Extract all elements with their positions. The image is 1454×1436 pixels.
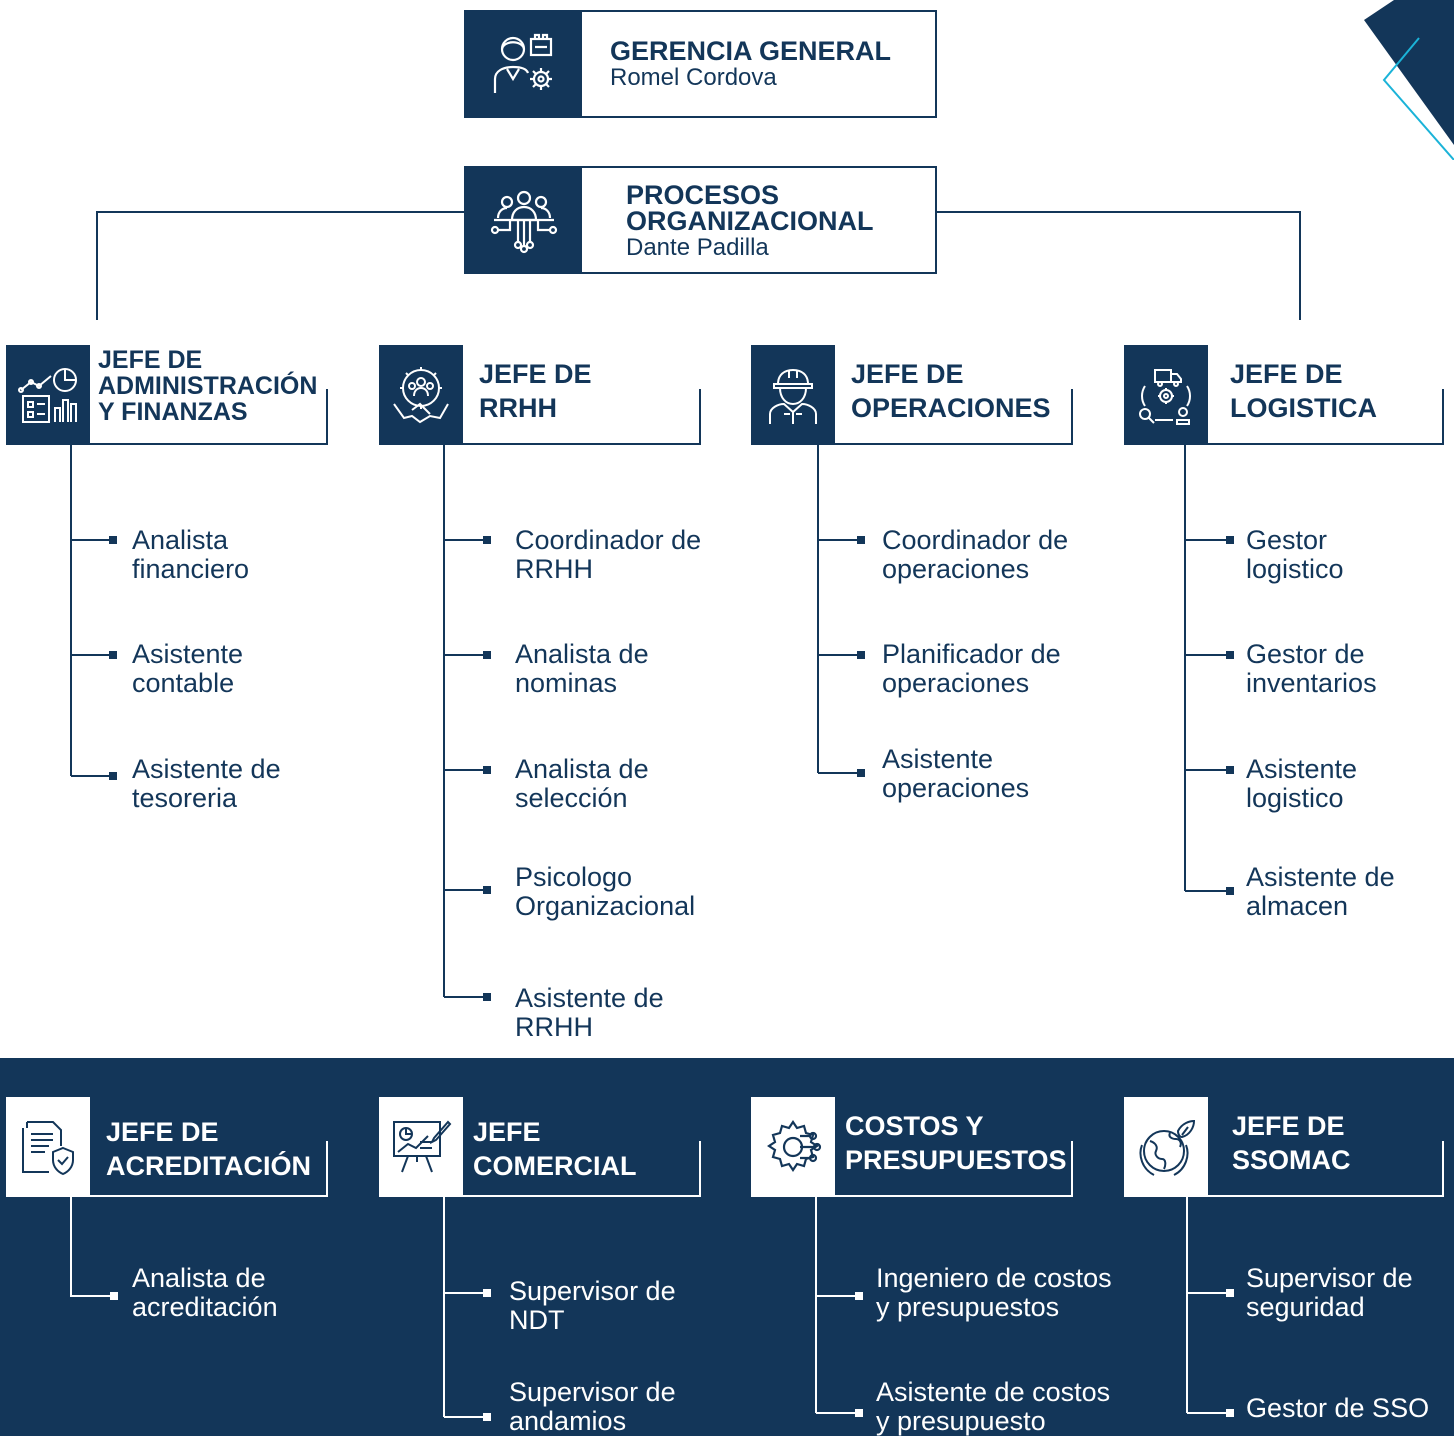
dept-ssomac-title-line2: SSOMAC xyxy=(1232,1145,1351,1175)
list-item: Gestor de SSO xyxy=(1246,1393,1430,1423)
corner-decoration xyxy=(1364,0,1454,160)
gerencia-title: GERENCIA GENERAL xyxy=(610,36,892,66)
rrhh-connector xyxy=(443,445,491,1001)
presentation-board-icon xyxy=(393,1120,452,1173)
dept-rrhh-title-line1: JEFE DE xyxy=(479,359,592,389)
ssomac-connector xyxy=(1186,1197,1234,1417)
dept-comercial-title-line2: COMERCIAL xyxy=(473,1151,637,1181)
gear-circuit-icon xyxy=(767,1120,822,1172)
handshake-people-icon xyxy=(393,367,449,424)
gerencia-name: Romel Cordova xyxy=(610,64,777,91)
dept-costos-title-line2: PRESUPUESTOS xyxy=(845,1145,1067,1175)
document-shield-icon xyxy=(22,1121,74,1176)
procesos-name: Dante Padilla xyxy=(626,234,769,261)
acreditacion-connector xyxy=(70,1197,118,1300)
dept-comercial-title-line1: JEFE xyxy=(473,1117,541,1147)
globe-leaf-icon xyxy=(1139,1119,1196,1176)
dept-admin-title-line1: JEFE DE xyxy=(98,346,203,374)
dept-logistica-title-line2: LOGISTICA xyxy=(1230,393,1377,423)
dept-costos-title-line1: COSTOS Y xyxy=(845,1111,984,1141)
top-connectors xyxy=(96,211,1301,320)
dept-costos: COSTOS Y PRESUPUESTOS xyxy=(751,1097,1073,1197)
dept-operaciones-title-line1: JEFE DE xyxy=(851,359,964,389)
procesos-title-line1: PROCESOS xyxy=(626,180,780,210)
lower-section-background xyxy=(0,1058,1454,1436)
dept-ssomac: JEFE DE SSOMAC xyxy=(1124,1097,1446,1197)
worker-helmet-icon xyxy=(769,368,817,424)
admin-connector xyxy=(70,445,117,780)
dept-rrhh-title-line2: RRHH xyxy=(479,393,557,423)
dept-admin-title-line2: ADMINISTRACIÓN xyxy=(98,372,318,400)
dept-rrhh: JEFE DE RRHH xyxy=(379,345,701,445)
procesos-title-line2: ORGANIZACIONAL xyxy=(626,206,874,236)
dept-ssomac-title-line1: JEFE DE xyxy=(1232,1111,1345,1141)
dept-acreditacion-title-line1: JEFE DE xyxy=(106,1117,219,1147)
team-network-icon xyxy=(490,190,558,254)
comercial-connector xyxy=(443,1197,491,1421)
procesos-box: PROCESOS ORGANIZACIONAL Dante Padilla xyxy=(464,166,937,274)
dept-acreditacion: JEFE DE ACREDITACIÓN xyxy=(6,1097,328,1197)
logistica-connector xyxy=(1184,445,1234,895)
dept-logistica-title-line1: JEFE DE xyxy=(1230,359,1343,389)
manager-gears-icon xyxy=(493,33,553,93)
dept-acreditacion-title-line2: ACREDITACIÓN xyxy=(106,1151,311,1181)
dept-logistica: JEFE DE LOGISTICA xyxy=(1124,345,1446,445)
gerencia-general-box: GERENCIA GENERAL Romel Cordova xyxy=(464,10,937,118)
dept-administracion: JEFE DE ADMINISTRACIÓN Y FINANZAS xyxy=(6,345,328,445)
dept-operaciones-title-line2: OPERACIONES xyxy=(851,393,1051,423)
logistics-cycle-icon xyxy=(1139,369,1191,425)
dept-comercial: JEFE COMERCIAL xyxy=(379,1097,701,1197)
dept-operaciones: JEFE DE OPERACIONES xyxy=(751,345,1073,445)
costos-connector xyxy=(815,1197,863,1417)
finance-chart-icon xyxy=(18,368,77,423)
operaciones-connector xyxy=(817,445,865,777)
dept-admin-title-line3: Y FINANZAS xyxy=(98,398,248,426)
